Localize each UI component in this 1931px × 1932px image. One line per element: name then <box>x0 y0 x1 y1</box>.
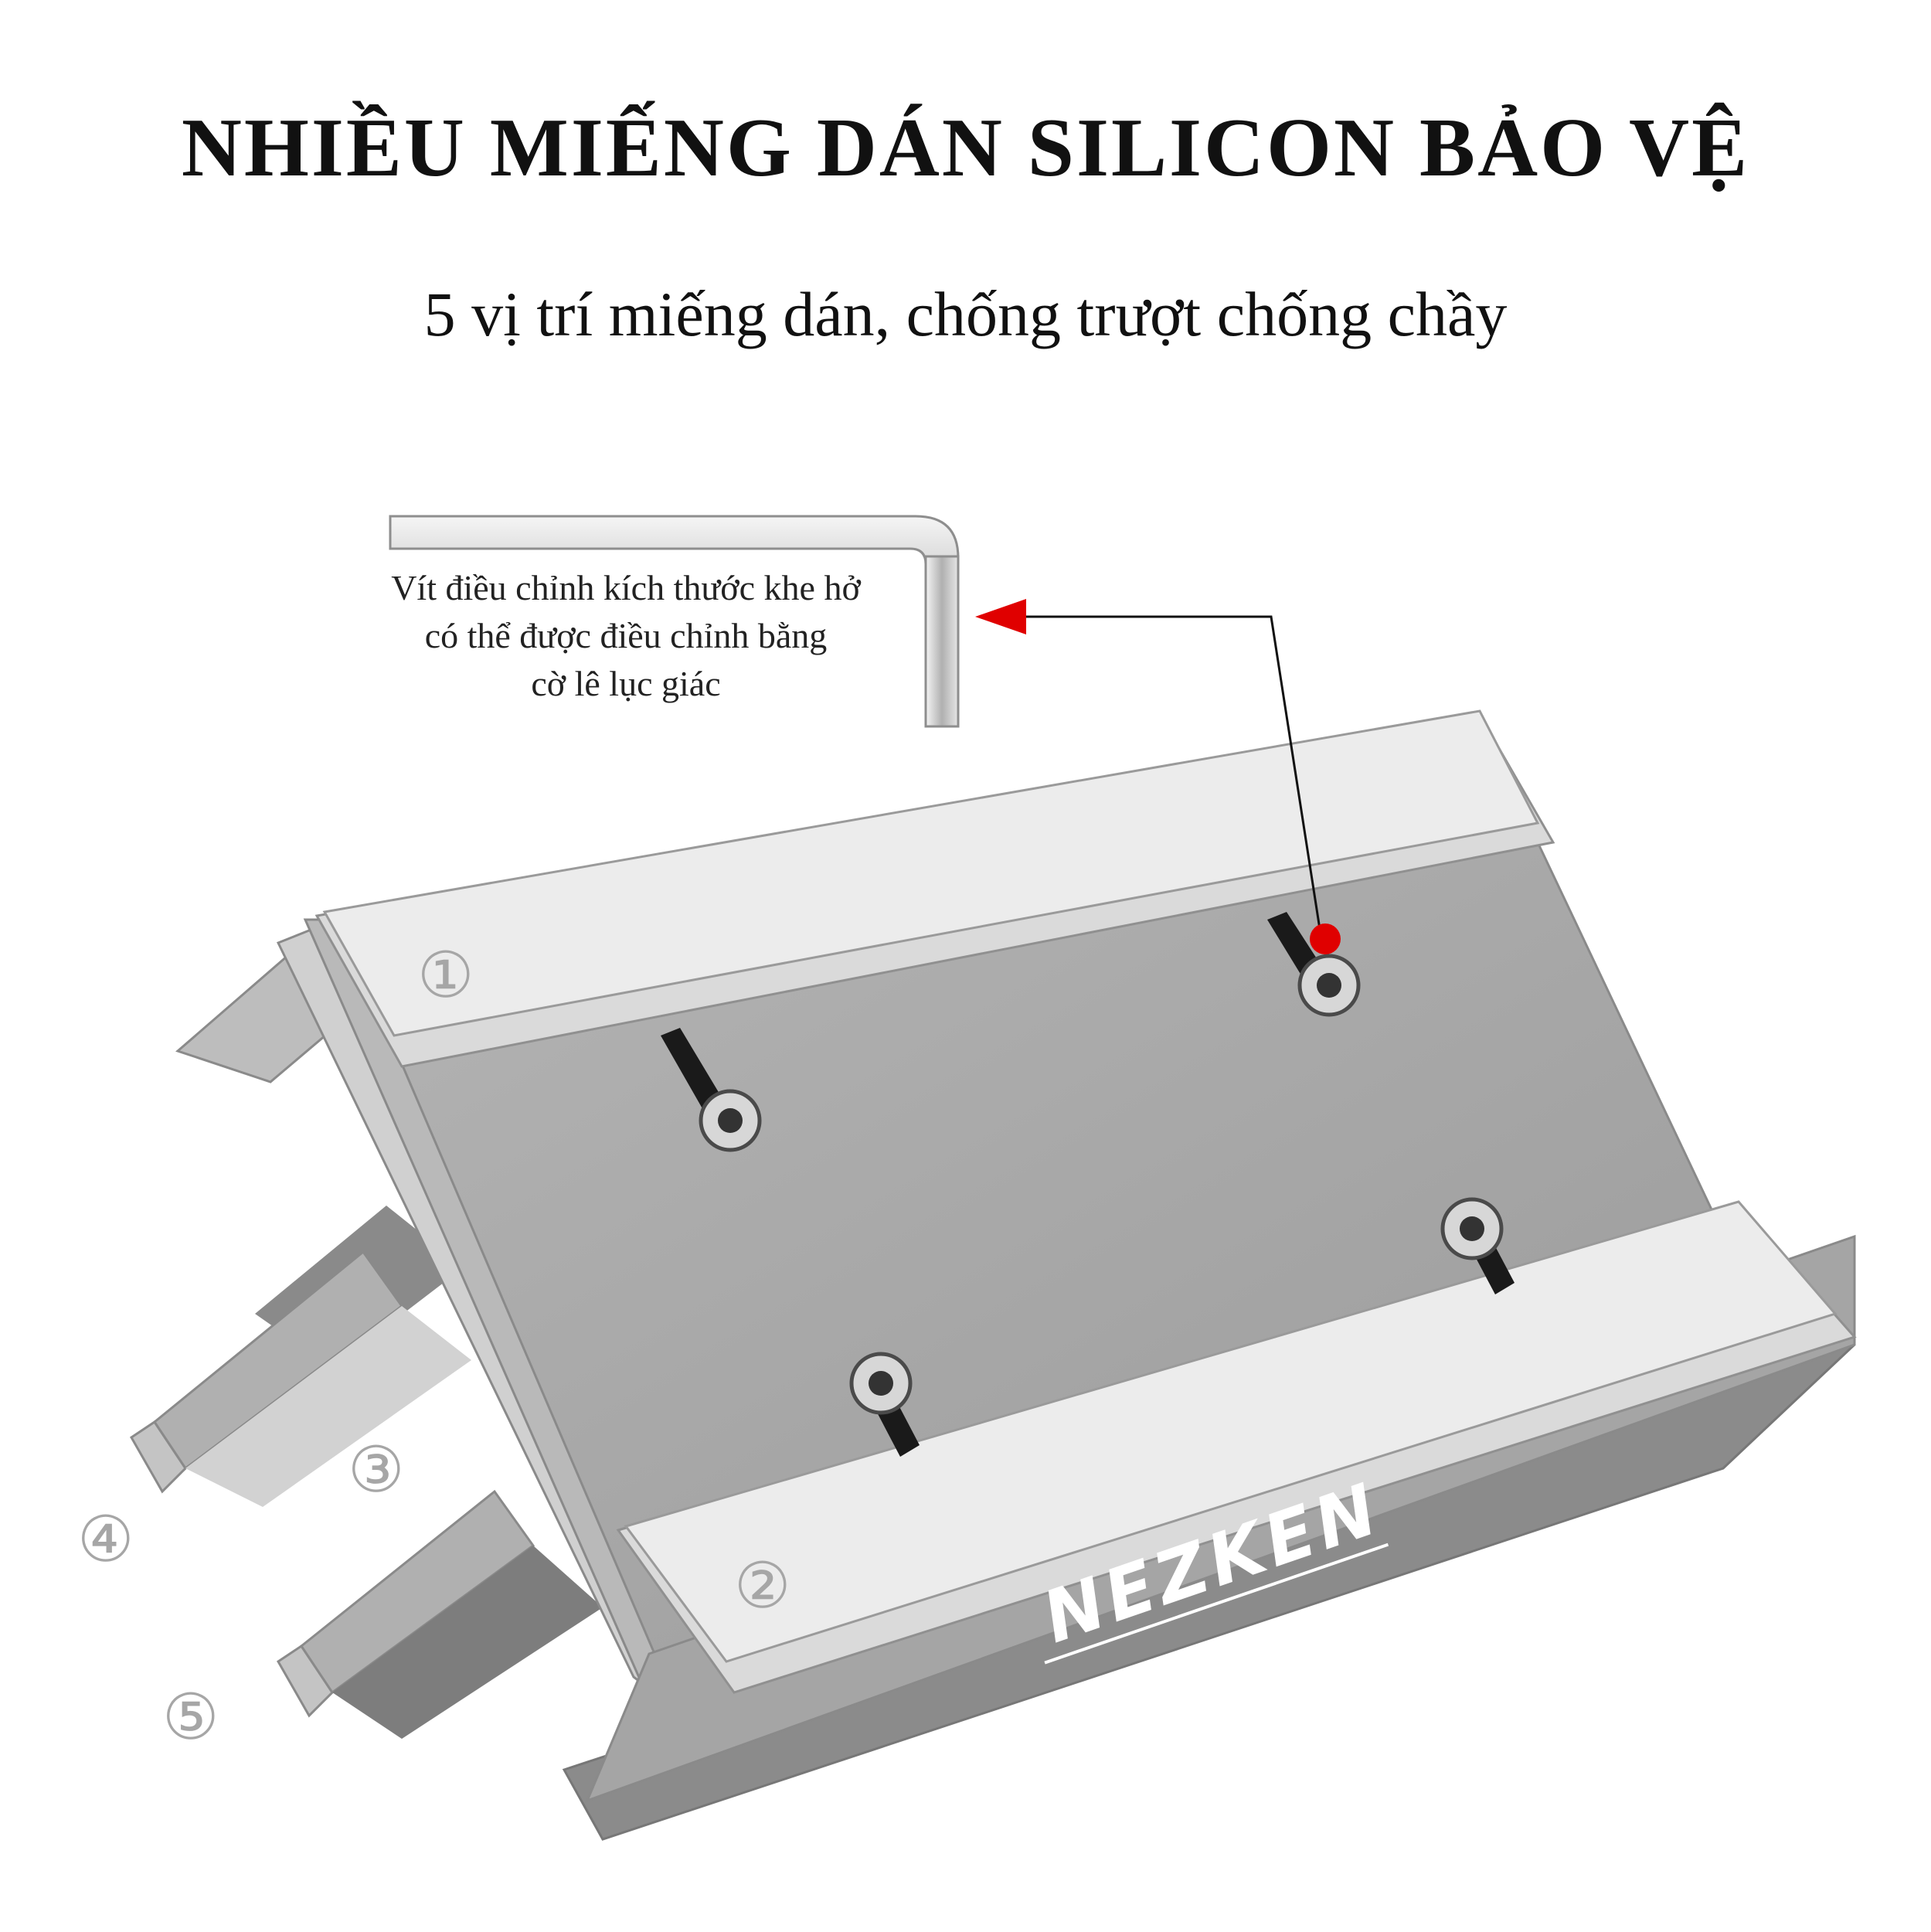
callout-line-2: có thể được điều chỉnh bằng <box>424 616 828 655</box>
position-label-3: ③ <box>348 1434 405 1507</box>
position-label-4: ④ <box>77 1503 134 1577</box>
arrow-head-icon <box>975 599 1026 634</box>
silicon-pad-2 <box>616 1200 1857 1694</box>
callout-line-1: Vít điều chỉnh kích thước khe hở <box>391 568 861 607</box>
adjustment-screws <box>661 912 1515 1457</box>
position-label-1: ① <box>417 939 474 1012</box>
callout-line-3: cờ lê lục giác <box>531 664 721 703</box>
page-subtitle: 5 vị trí miếng dán, chống trượt chống ch… <box>423 279 1508 349</box>
page-title: NHIỀU MIẾNG DÁN SILICON BẢO VỆ <box>181 102 1750 194</box>
red-dot-marker <box>1310 923 1341 954</box>
silicon-pad-1 <box>314 709 1555 1068</box>
hex-key-callout: Vít điều chỉnh kích thước khe hở có thể … <box>325 564 927 708</box>
position-label-2: ② <box>734 1549 791 1623</box>
callout-arrow <box>975 599 1341 954</box>
hex-key-icon <box>389 515 960 728</box>
position-label-5: ⑤ <box>162 1681 219 1754</box>
